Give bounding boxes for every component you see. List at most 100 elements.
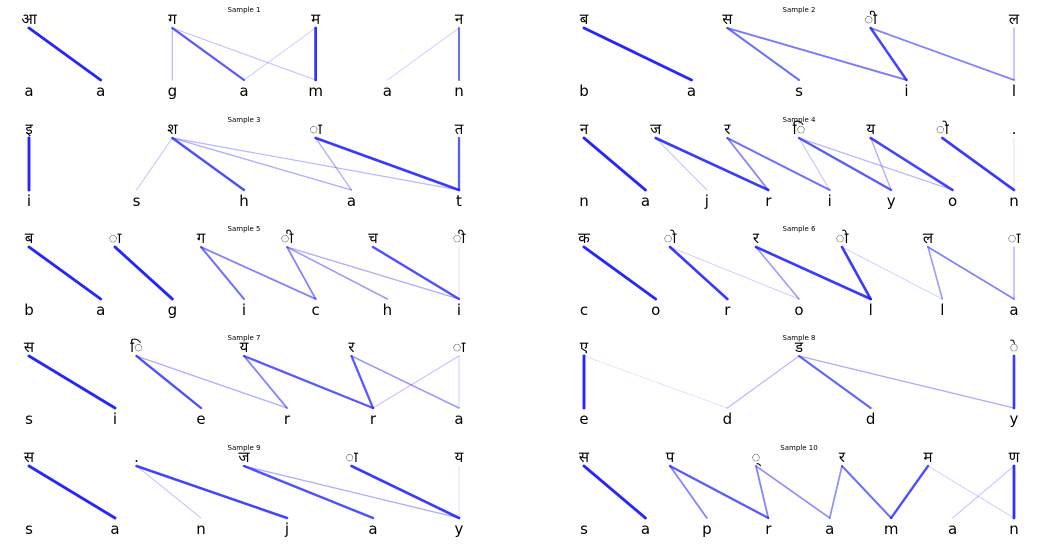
source-char: र (753, 229, 760, 247)
alignment-line (668, 464, 770, 520)
alignment-line (754, 245, 872, 301)
alignment-line (927, 246, 944, 300)
target-char: a (96, 82, 105, 100)
target-char: y (1010, 410, 1019, 428)
target-char: y (455, 520, 464, 538)
alignment-line (726, 26, 801, 82)
alignment-line (135, 137, 173, 191)
target-char: e (579, 410, 588, 428)
source-char: प (666, 448, 675, 466)
target-char: d (723, 410, 733, 428)
panel-title: Sample 3 (228, 116, 261, 124)
source-char: े (1010, 338, 1019, 356)
target-char: o (794, 301, 803, 319)
alignment-line (135, 354, 203, 410)
target-char: d (866, 410, 876, 428)
target-char: a (1009, 301, 1018, 319)
alignment-line (243, 465, 460, 519)
target-char: p (702, 520, 712, 538)
target-char: o (948, 192, 957, 210)
panel-title: Sample 5 (228, 225, 261, 233)
source-char: ो (836, 229, 850, 247)
alignment-line (869, 27, 1015, 81)
alignment-line (371, 245, 461, 301)
target-char: h (383, 301, 393, 319)
source-char: म (924, 448, 934, 466)
panel-title: Sample 4 (783, 116, 816, 124)
alignment-line (171, 136, 246, 192)
alignment-line (841, 246, 943, 300)
source-char: . (134, 448, 139, 466)
target-char: y (887, 192, 896, 210)
alignment-line (200, 246, 317, 300)
target-char: n (579, 192, 589, 210)
target-char: r (284, 410, 291, 428)
source-char: ज (650, 120, 662, 138)
source-char: न (455, 10, 464, 28)
alignment-line (199, 245, 246, 301)
source-char: स (722, 10, 733, 28)
target-char: s (25, 410, 33, 428)
panel-title: Sample 8 (783, 334, 816, 342)
alignment-line (583, 355, 728, 409)
source-char: क (578, 229, 590, 247)
target-char: r (370, 410, 377, 428)
target-char: g (168, 82, 178, 100)
alignment-line (27, 26, 103, 82)
alignment-line (726, 136, 831, 192)
target-char: j (704, 192, 709, 210)
alignment-line (869, 26, 908, 82)
alignment-line (386, 27, 460, 81)
target-char: s (133, 192, 141, 210)
source-char: ी (281, 229, 295, 247)
source-char: ा (345, 448, 359, 466)
alignment-line (171, 137, 353, 191)
target-char: e (196, 410, 205, 428)
target-char: a (96, 301, 105, 319)
alignment-line (350, 464, 461, 520)
alignment-line (242, 464, 375, 520)
source-char: स (24, 448, 35, 466)
source-char: आ (21, 10, 37, 28)
source-char: ल (1009, 10, 1020, 28)
source-char: ण (1009, 448, 1021, 466)
target-char: l (869, 301, 873, 319)
target-char: n (1009, 520, 1019, 538)
alignment-line (350, 355, 460, 409)
source-char: र (724, 120, 731, 138)
source-char: य (455, 448, 464, 466)
alignment-line (350, 354, 375, 410)
alignment-line (668, 245, 729, 301)
target-char: n (454, 82, 464, 100)
panel-title: Sample 10 (780, 444, 817, 452)
alignment-line (655, 137, 708, 191)
target-char: h (239, 192, 249, 210)
alignment-line (927, 246, 1015, 300)
target-char: l (940, 301, 944, 319)
target-char: i (242, 301, 246, 319)
alignment-line (798, 355, 1015, 409)
alignment-line (840, 245, 872, 301)
alignment-line (171, 137, 460, 191)
alignment-line (654, 136, 770, 192)
source-char: ज (238, 448, 250, 466)
alignment-line (726, 27, 908, 81)
source-char: ग (197, 229, 206, 247)
target-char: r (765, 520, 772, 538)
source-char: ् (752, 448, 762, 466)
source-char: त (455, 120, 464, 138)
target-char: l (1012, 82, 1016, 100)
alignment-line (372, 355, 460, 409)
alignment-line (797, 136, 893, 192)
alignment-line (27, 464, 117, 520)
source-char: ब (580, 10, 589, 28)
target-char: a (454, 410, 463, 428)
alignment-line (286, 246, 460, 300)
alignment-line (135, 464, 289, 520)
alignment-line (889, 464, 930, 520)
